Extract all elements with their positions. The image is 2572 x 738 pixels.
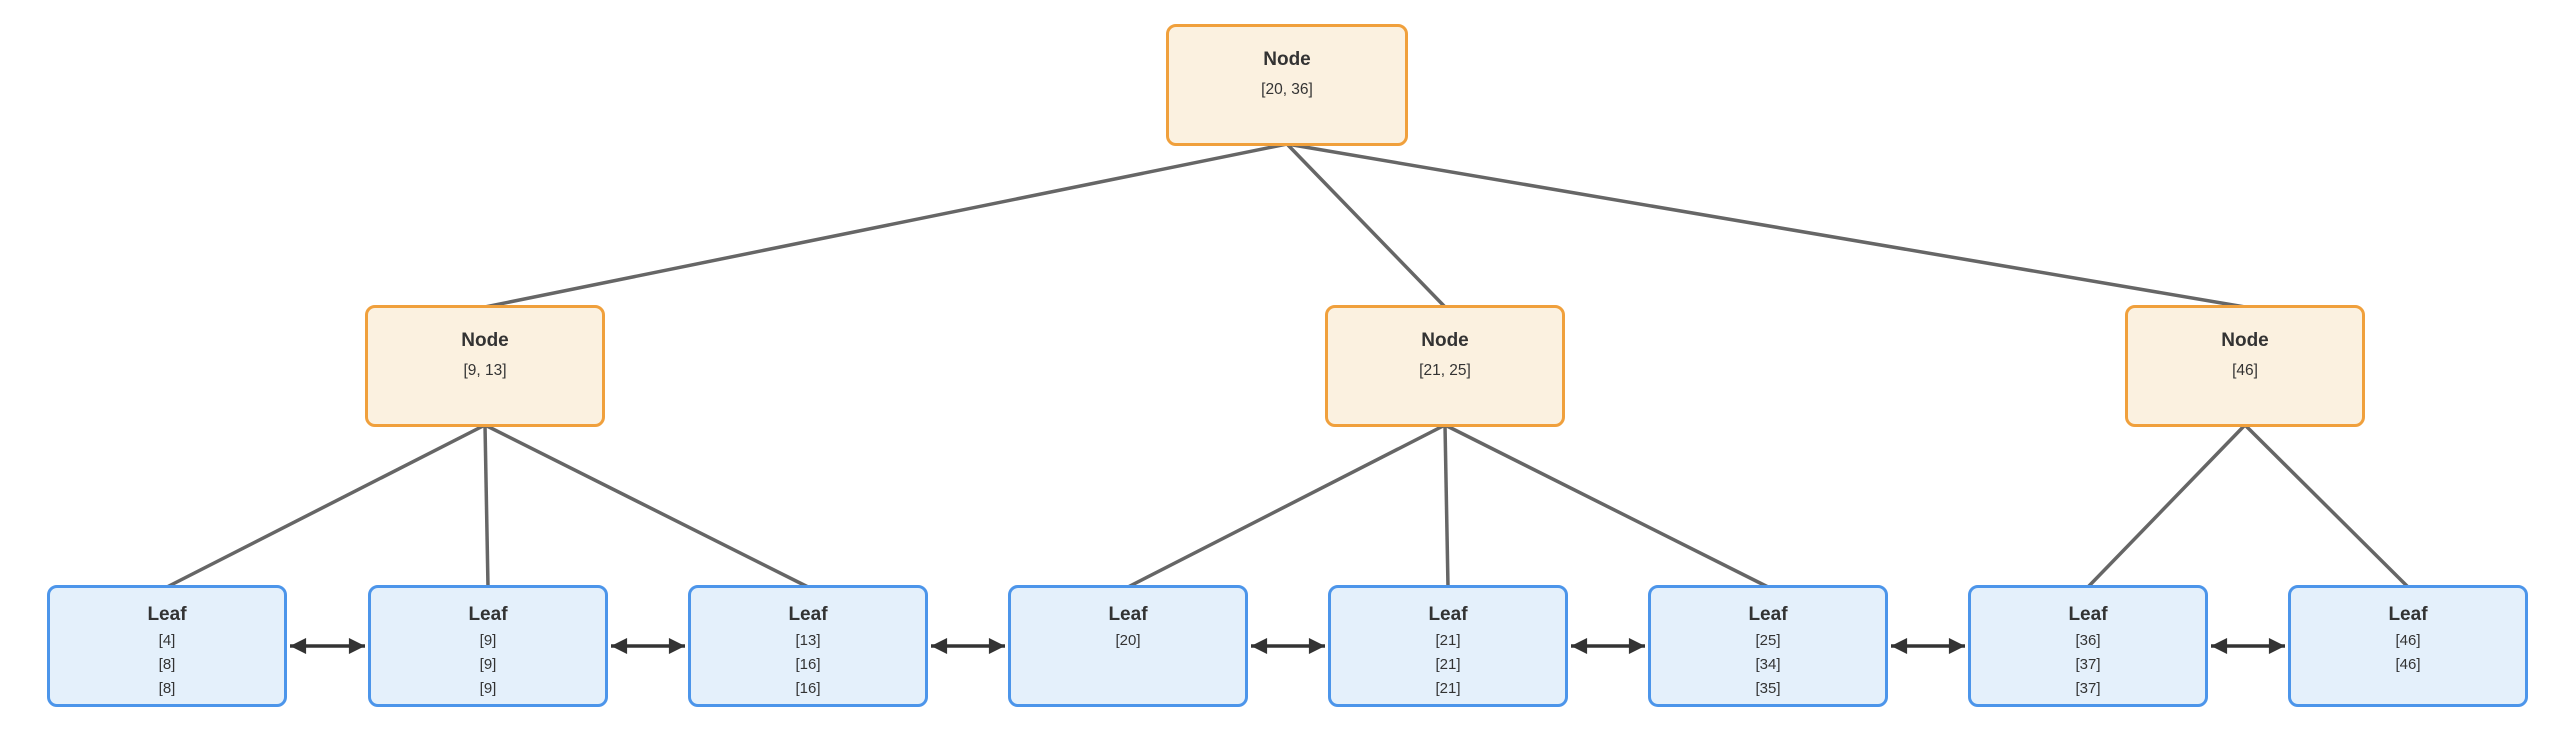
leaf-value: [21]: [1435, 632, 1461, 649]
leaf-value: [16]: [795, 680, 821, 697]
leaf-value: [25]: [1755, 632, 1781, 649]
node-keys: [20, 36]: [1261, 81, 1313, 98]
edge-node2-to-leaf4: [1127, 423, 1446, 589]
node-keys: [21, 25]: [1419, 362, 1471, 379]
leaf-value: [8]: [158, 656, 176, 673]
node-title: Node: [1263, 49, 1311, 70]
edge-node2-to-leaf5: [1443, 424, 1450, 588]
leaf-node-2: Leaf [9] [9] [9]: [368, 585, 608, 707]
internal-node-2: Node [21, 25]: [1325, 305, 1565, 427]
leaf-values: [4] [8] [8]: [50, 629, 284, 701]
leaf-value: [4]: [158, 632, 176, 649]
leaf-value: [9]: [479, 680, 497, 697]
leaf-value: [46]: [2395, 632, 2421, 649]
leaf-values: [46] [46]: [2291, 629, 2525, 677]
leaf-node-4: Leaf [20]: [1008, 585, 1248, 707]
edge-node3-to-leaf8: [2243, 423, 2410, 589]
edge-node2-to-leaf6: [1444, 423, 1769, 589]
leaf-value: [21]: [1435, 680, 1461, 697]
leaf-value: [21]: [1435, 656, 1461, 673]
leaf-title: Leaf: [2388, 604, 2428, 625]
leaf-values: [25] [34] [35]: [1651, 629, 1885, 701]
leaf-node-3: Leaf [13] [16] [16]: [688, 585, 928, 707]
leaf-value: [37]: [2075, 680, 2101, 697]
root-node: Node [20, 36]: [1166, 24, 1408, 146]
leaf-values: [9] [9] [9]: [371, 629, 605, 701]
node-title: Node: [1421, 330, 1469, 351]
leaf-node-5: Leaf [21] [21] [21]: [1328, 585, 1568, 707]
edge-root-to-node3: [1286, 142, 2246, 309]
leaf-node-7: Leaf [36] [37] [37]: [1968, 585, 2208, 707]
leaf-value: [35]: [1755, 680, 1781, 697]
leaf-value: [13]: [795, 632, 821, 649]
leaf-value: [20]: [1115, 632, 1141, 649]
node-keys: [9, 13]: [463, 362, 507, 379]
edge-node3-to-leaf7: [2086, 423, 2247, 589]
leaf-title: Leaf: [1748, 604, 1788, 625]
leaf-title: Leaf: [788, 604, 828, 625]
leaf-title: Leaf: [147, 604, 187, 625]
tree-edges: [166, 142, 2410, 589]
edge-node1-to-leaf1: [166, 423, 486, 589]
leaf-values: [21] [21] [21]: [1331, 629, 1565, 701]
internal-node-1: Node [9, 13]: [365, 305, 605, 427]
edge-root-to-node1: [484, 142, 1288, 309]
leaf-title: Leaf: [1428, 604, 1468, 625]
leaf-value: [36]: [2075, 632, 2101, 649]
leaf-value: [9]: [479, 632, 497, 649]
leaf-title: Leaf: [468, 604, 508, 625]
leaf-title: Leaf: [2068, 604, 2108, 625]
leaf-values: [20]: [1011, 629, 1245, 653]
leaf-node-8: Leaf [46] [46]: [2288, 585, 2528, 707]
leaf-title: Leaf: [1108, 604, 1148, 625]
node-title: Node: [2221, 330, 2269, 351]
leaf-value: [16]: [795, 656, 821, 673]
edge-node1-to-leaf2: [483, 424, 490, 588]
node-title: Node: [461, 330, 509, 351]
leaf-node-6: Leaf [25] [34] [35]: [1648, 585, 1888, 707]
leaf-value: [46]: [2395, 656, 2421, 673]
internal-node-3: Node [46]: [2125, 305, 2365, 427]
leaf-value: [8]: [158, 680, 176, 697]
leaf-value: [9]: [479, 656, 497, 673]
node-keys: [46]: [2232, 362, 2258, 379]
edge-node1-to-leaf3: [484, 423, 809, 589]
leaf-node-1: Leaf [4] [8] [8]: [47, 585, 287, 707]
edge-root-to-node2: [1285, 142, 1447, 309]
leaf-value: [37]: [2075, 656, 2101, 673]
leaf-values: [13] [16] [16]: [691, 629, 925, 701]
leaf-values: [36] [37] [37]: [1971, 629, 2205, 701]
leaf-value: [34]: [1755, 656, 1781, 673]
